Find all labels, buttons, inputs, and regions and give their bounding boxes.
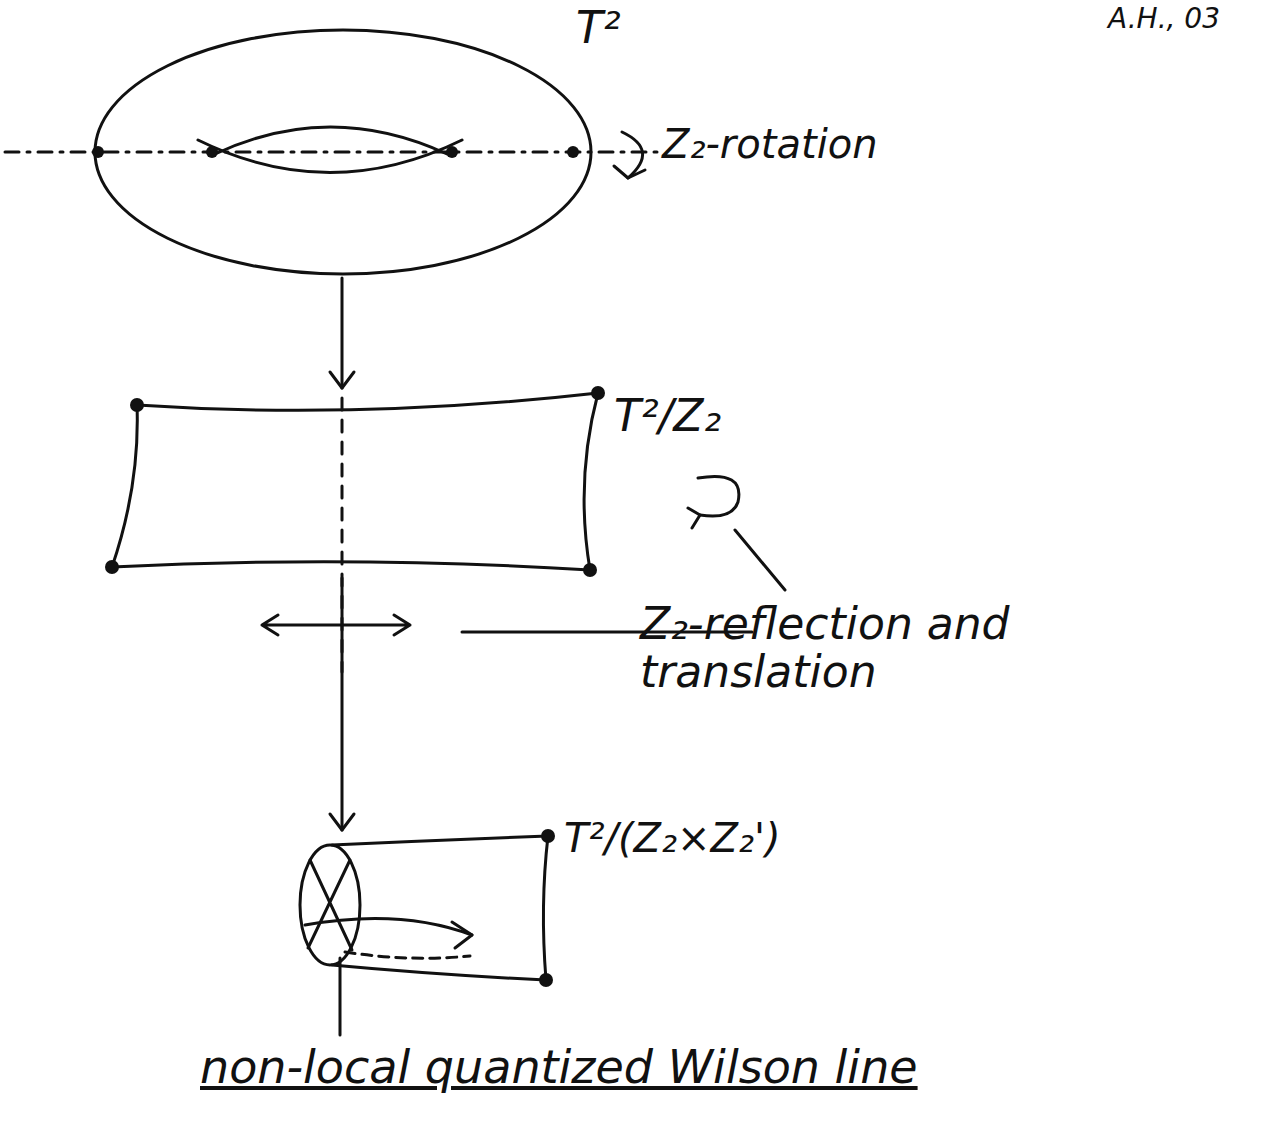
space-label: T²/(Z₂×Z₂') xyxy=(564,816,781,860)
cylinder-side xyxy=(543,836,548,980)
space-figure: T²/(Z₂×Z₂') xyxy=(298,830,553,985)
cylinder-top xyxy=(332,836,548,845)
space-label: T² xyxy=(576,4,621,52)
wilson-arrowhead xyxy=(452,922,472,948)
reflection-curl-head xyxy=(688,508,700,528)
fixed-points xyxy=(92,146,579,158)
pillow-corners xyxy=(105,386,605,577)
annotation: Z₂-reflection and translation xyxy=(640,600,1260,697)
space-label: T²/Z₂ xyxy=(614,392,721,440)
cylinder-corners xyxy=(539,829,555,987)
author-note: A.H., 03 xyxy=(1108,4,1220,35)
pillow-outline xyxy=(112,393,598,570)
wilson-line xyxy=(305,918,472,935)
reflection-curl xyxy=(698,476,739,516)
quotient-arrow xyxy=(330,578,354,830)
wilson-line-back xyxy=(345,952,470,958)
reflection-arrow xyxy=(262,615,410,635)
leader-line xyxy=(735,530,785,590)
cylinder-bottom xyxy=(332,965,546,980)
quotient-arrow xyxy=(330,278,354,388)
space-figure: T² xyxy=(92,28,594,278)
annotation: non-local quantized Wilson line xyxy=(200,1042,918,1093)
cylinder-end xyxy=(300,845,360,965)
torus-hole-upper xyxy=(215,127,447,154)
space-figure: T²/Z₂ xyxy=(108,388,602,578)
annotation: Z₂-rotation xyxy=(662,122,878,166)
rotation-arrowhead xyxy=(614,166,645,178)
cylinder-cross xyxy=(308,860,352,950)
leader-line xyxy=(339,958,342,1035)
